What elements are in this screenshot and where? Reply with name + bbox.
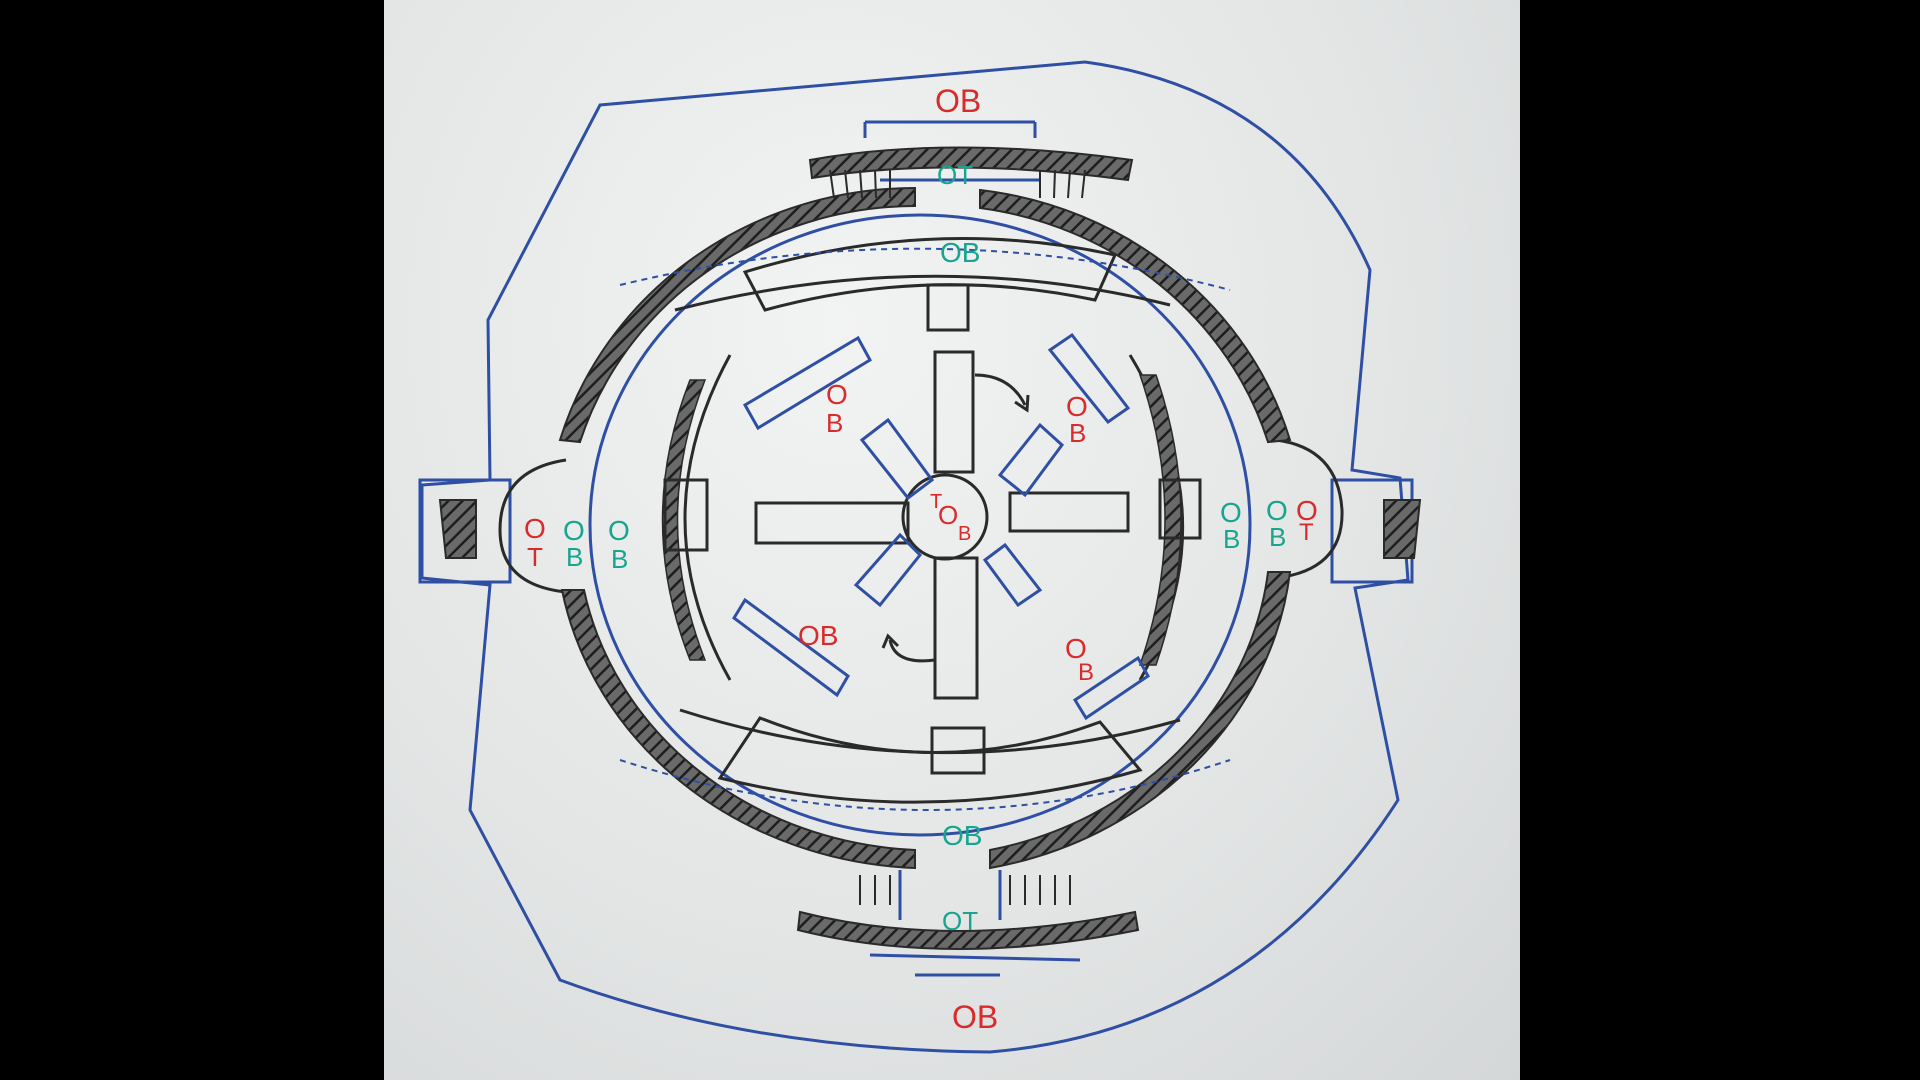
outer-wall-upper-right bbox=[979, 188, 1292, 444]
left-vent-icon bbox=[438, 499, 477, 559]
outer-wall-lower-left bbox=[560, 589, 916, 870]
right-nub bbox=[1158, 478, 1202, 540]
outer-boundary bbox=[420, 60, 1410, 1054]
bottom-gate-label: OT bbox=[942, 906, 978, 936]
top-outer-text: OB bbox=[935, 83, 981, 119]
right-bump bbox=[1275, 438, 1344, 580]
lower-right-pad-o: O bbox=[1065, 633, 1087, 664]
ring-outer-dashed-top bbox=[619, 247, 1231, 291]
ring-inner-left bbox=[683, 354, 732, 681]
left-side-block bbox=[418, 478, 512, 584]
lower-left-pad-label: OB bbox=[798, 620, 838, 651]
ring-corridor-bottom bbox=[717, 716, 1143, 804]
bottom-inner-label: OB bbox=[942, 820, 982, 851]
left-nub bbox=[663, 478, 709, 552]
ring-corridor-top bbox=[742, 237, 1118, 312]
center-b: B bbox=[958, 523, 971, 545]
top-gate-steps bbox=[829, 169, 1086, 199]
central-windmill bbox=[754, 350, 1130, 700]
inner-wall-right bbox=[1138, 374, 1182, 666]
center-o: O bbox=[938, 500, 958, 530]
bottom-nub bbox=[930, 726, 986, 775]
ring-inner-top bbox=[674, 274, 1171, 312]
upper-right-pad-o: O bbox=[1066, 391, 1088, 422]
inner-wall-left bbox=[661, 379, 707, 661]
outer-wall-lower-right bbox=[989, 571, 1292, 870]
top-gate-frame bbox=[863, 120, 1040, 182]
left-teal-label-a: O B bbox=[563, 515, 585, 572]
outer-wall-upper-left bbox=[558, 186, 916, 444]
upper-left-pad-label: O B bbox=[826, 379, 848, 438]
bottom-outer-label: OB bbox=[952, 999, 998, 1035]
right-teal-label-a: O B bbox=[1220, 497, 1242, 554]
windmill-blue-blades bbox=[853, 417, 1065, 608]
left-red-label: O T bbox=[524, 513, 546, 572]
right-teal-b-o: O bbox=[1266, 495, 1288, 526]
rotation-arrow-bottom bbox=[888, 639, 936, 663]
right-teal-label-b: O B bbox=[1266, 495, 1288, 552]
upper-right-pad-b: B bbox=[1069, 418, 1086, 448]
right-red-t: T bbox=[1299, 519, 1314, 546]
inner-blue-ring bbox=[588, 213, 1252, 837]
right-red-label: O T bbox=[1296, 495, 1318, 546]
left-teal-label-b: O B bbox=[608, 515, 630, 574]
right-red-o: O bbox=[1296, 495, 1318, 526]
upper-left-pad-o: O bbox=[826, 379, 848, 410]
left-red-o: O bbox=[524, 513, 546, 544]
top-outer-label: OB bbox=[935, 83, 981, 119]
left-teal-a-b: B bbox=[566, 542, 583, 572]
right-teal-a-b: B bbox=[1223, 524, 1240, 554]
pad-upper-right bbox=[1047, 332, 1131, 425]
left-bump bbox=[498, 458, 567, 594]
top-gate-wall bbox=[808, 146, 1134, 182]
top-inner-label: OB bbox=[940, 237, 980, 268]
ring-inner-bottom bbox=[679, 708, 1181, 755]
pad-lower-right bbox=[1072, 655, 1150, 721]
right-teal-a-o: O bbox=[1220, 497, 1242, 528]
bottom-gate-wall bbox=[796, 910, 1140, 950]
top-nub bbox=[926, 283, 970, 332]
ring-outer-dashed-bottom bbox=[619, 759, 1231, 811]
bottom-gate-frame bbox=[869, 870, 1081, 977]
rotation-arrow-top-head bbox=[1014, 394, 1030, 413]
bottom-gate-steps bbox=[859, 875, 1071, 905]
pad-lower-left bbox=[732, 597, 850, 698]
center-label: T O B bbox=[930, 491, 971, 545]
center-t: T bbox=[930, 491, 942, 513]
top-gate-label: OT bbox=[937, 160, 973, 190]
left-teal-a-o: O bbox=[563, 515, 585, 546]
left-teal-b-b: B bbox=[611, 544, 628, 574]
pad-upper-left bbox=[742, 335, 873, 431]
right-teal-b-b: B bbox=[1269, 522, 1286, 552]
rotation-arrow-top bbox=[974, 373, 1027, 406]
left-red-t: T bbox=[527, 542, 543, 572]
upper-right-pad-label: O B bbox=[1066, 391, 1088, 448]
right-vent-icon bbox=[1383, 499, 1422, 559]
left-teal-b-o: O bbox=[608, 515, 630, 546]
lower-right-pad-label: O B bbox=[1065, 633, 1094, 686]
lower-right-pad-b: B bbox=[1078, 659, 1094, 686]
upper-left-pad-b: B bbox=[826, 408, 843, 438]
rotation-arrow-bottom-head bbox=[881, 633, 900, 649]
